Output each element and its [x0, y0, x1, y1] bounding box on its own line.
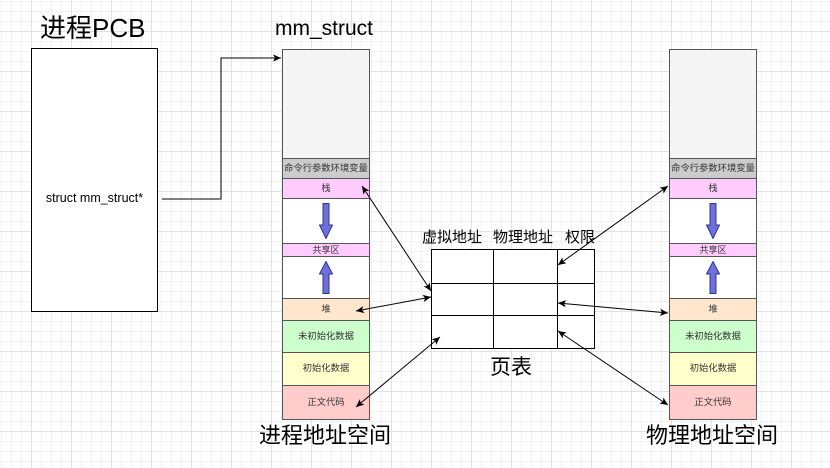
virtual-address-space-column: 命令行参数环境变量 栈 共享区 堆 未初始化数据 初始化数据 正文代码	[282, 49, 370, 421]
virtual-segment-data: 初始化数据	[282, 352, 370, 386]
pcb-box: struct mm_struct*	[31, 48, 158, 312]
physical-segment-text: 正文代码	[669, 385, 757, 420]
page-table-cell	[432, 284, 494, 316]
physical-stack-growth-gap	[669, 198, 757, 244]
page-table-cell	[558, 316, 594, 348]
virtual-segment-shared: 共享区	[282, 243, 370, 257]
physical-segment-shared: 共享区	[669, 243, 757, 257]
physical-segment-args-env: 命令行参数环境变量	[669, 158, 757, 179]
down-arrow-shape	[319, 203, 333, 239]
pcb-to-mm-struct-connector	[162, 54, 281, 200]
page-table	[431, 249, 595, 349]
heap-growth-up-arrow-icon	[706, 261, 720, 294]
physical-segment-bss: 未初始化数据	[669, 320, 757, 353]
page-table-cell	[558, 250, 594, 284]
virtual-stack-growth-gap	[282, 198, 370, 244]
virtual-stack-to-page-table-arrow	[361, 185, 432, 292]
pcb-mm-struct-field: struct mm_struct*	[45, 191, 144, 205]
virtual-segment-heap: 堆	[282, 298, 370, 321]
virtual-segment-args-env: 命令行参数环境变量	[282, 158, 370, 179]
up-arrow-shape	[319, 261, 333, 294]
physical-address-space-label: 物理地址空间	[646, 423, 779, 448]
physical-address-space-column: 命令行参数环境变量 栈 共享区 堆 未初始化数据 初始化数据 正文代码	[669, 49, 757, 421]
page-table-cell	[494, 316, 558, 348]
virtual-top-region	[282, 49, 370, 159]
virtual-segment-bss: 未初始化数据	[282, 320, 370, 353]
page-table-cell	[432, 316, 494, 348]
page-table-title: 页表	[490, 356, 532, 379]
page-table-header-permission: 权限	[565, 229, 596, 246]
virtual-address-space-label: 进程地址空间	[259, 423, 392, 448]
virtual-segment-stack: 栈	[282, 178, 370, 199]
pcb-title: 进程PCB	[40, 13, 146, 43]
physical-top-region	[669, 49, 757, 159]
page-table-cell	[432, 250, 494, 284]
page-table-header-physical-address: 物理地址	[493, 229, 554, 246]
mm-struct-title: mm_struct	[275, 17, 374, 40]
virtual-segment-text: 正文代码	[282, 385, 370, 420]
heap-growth-up-arrow-icon	[319, 261, 333, 294]
page-table-header-virtual-address: 虚拟地址	[422, 229, 483, 246]
page-table-cell	[558, 284, 594, 316]
up-arrow-shape	[706, 261, 720, 294]
stack-growth-down-arrow-icon	[706, 203, 720, 239]
physical-segment-stack: 栈	[669, 178, 757, 199]
page-table-cell	[494, 284, 558, 316]
physical-segment-heap: 堆	[669, 298, 757, 321]
physical-heap-growth-gap	[669, 256, 757, 299]
stack-growth-down-arrow-icon	[319, 203, 333, 239]
page-table-cell	[494, 250, 558, 284]
physical-segment-data: 初始化数据	[669, 352, 757, 386]
down-arrow-shape	[706, 203, 720, 239]
virtual-heap-growth-gap	[282, 256, 370, 299]
